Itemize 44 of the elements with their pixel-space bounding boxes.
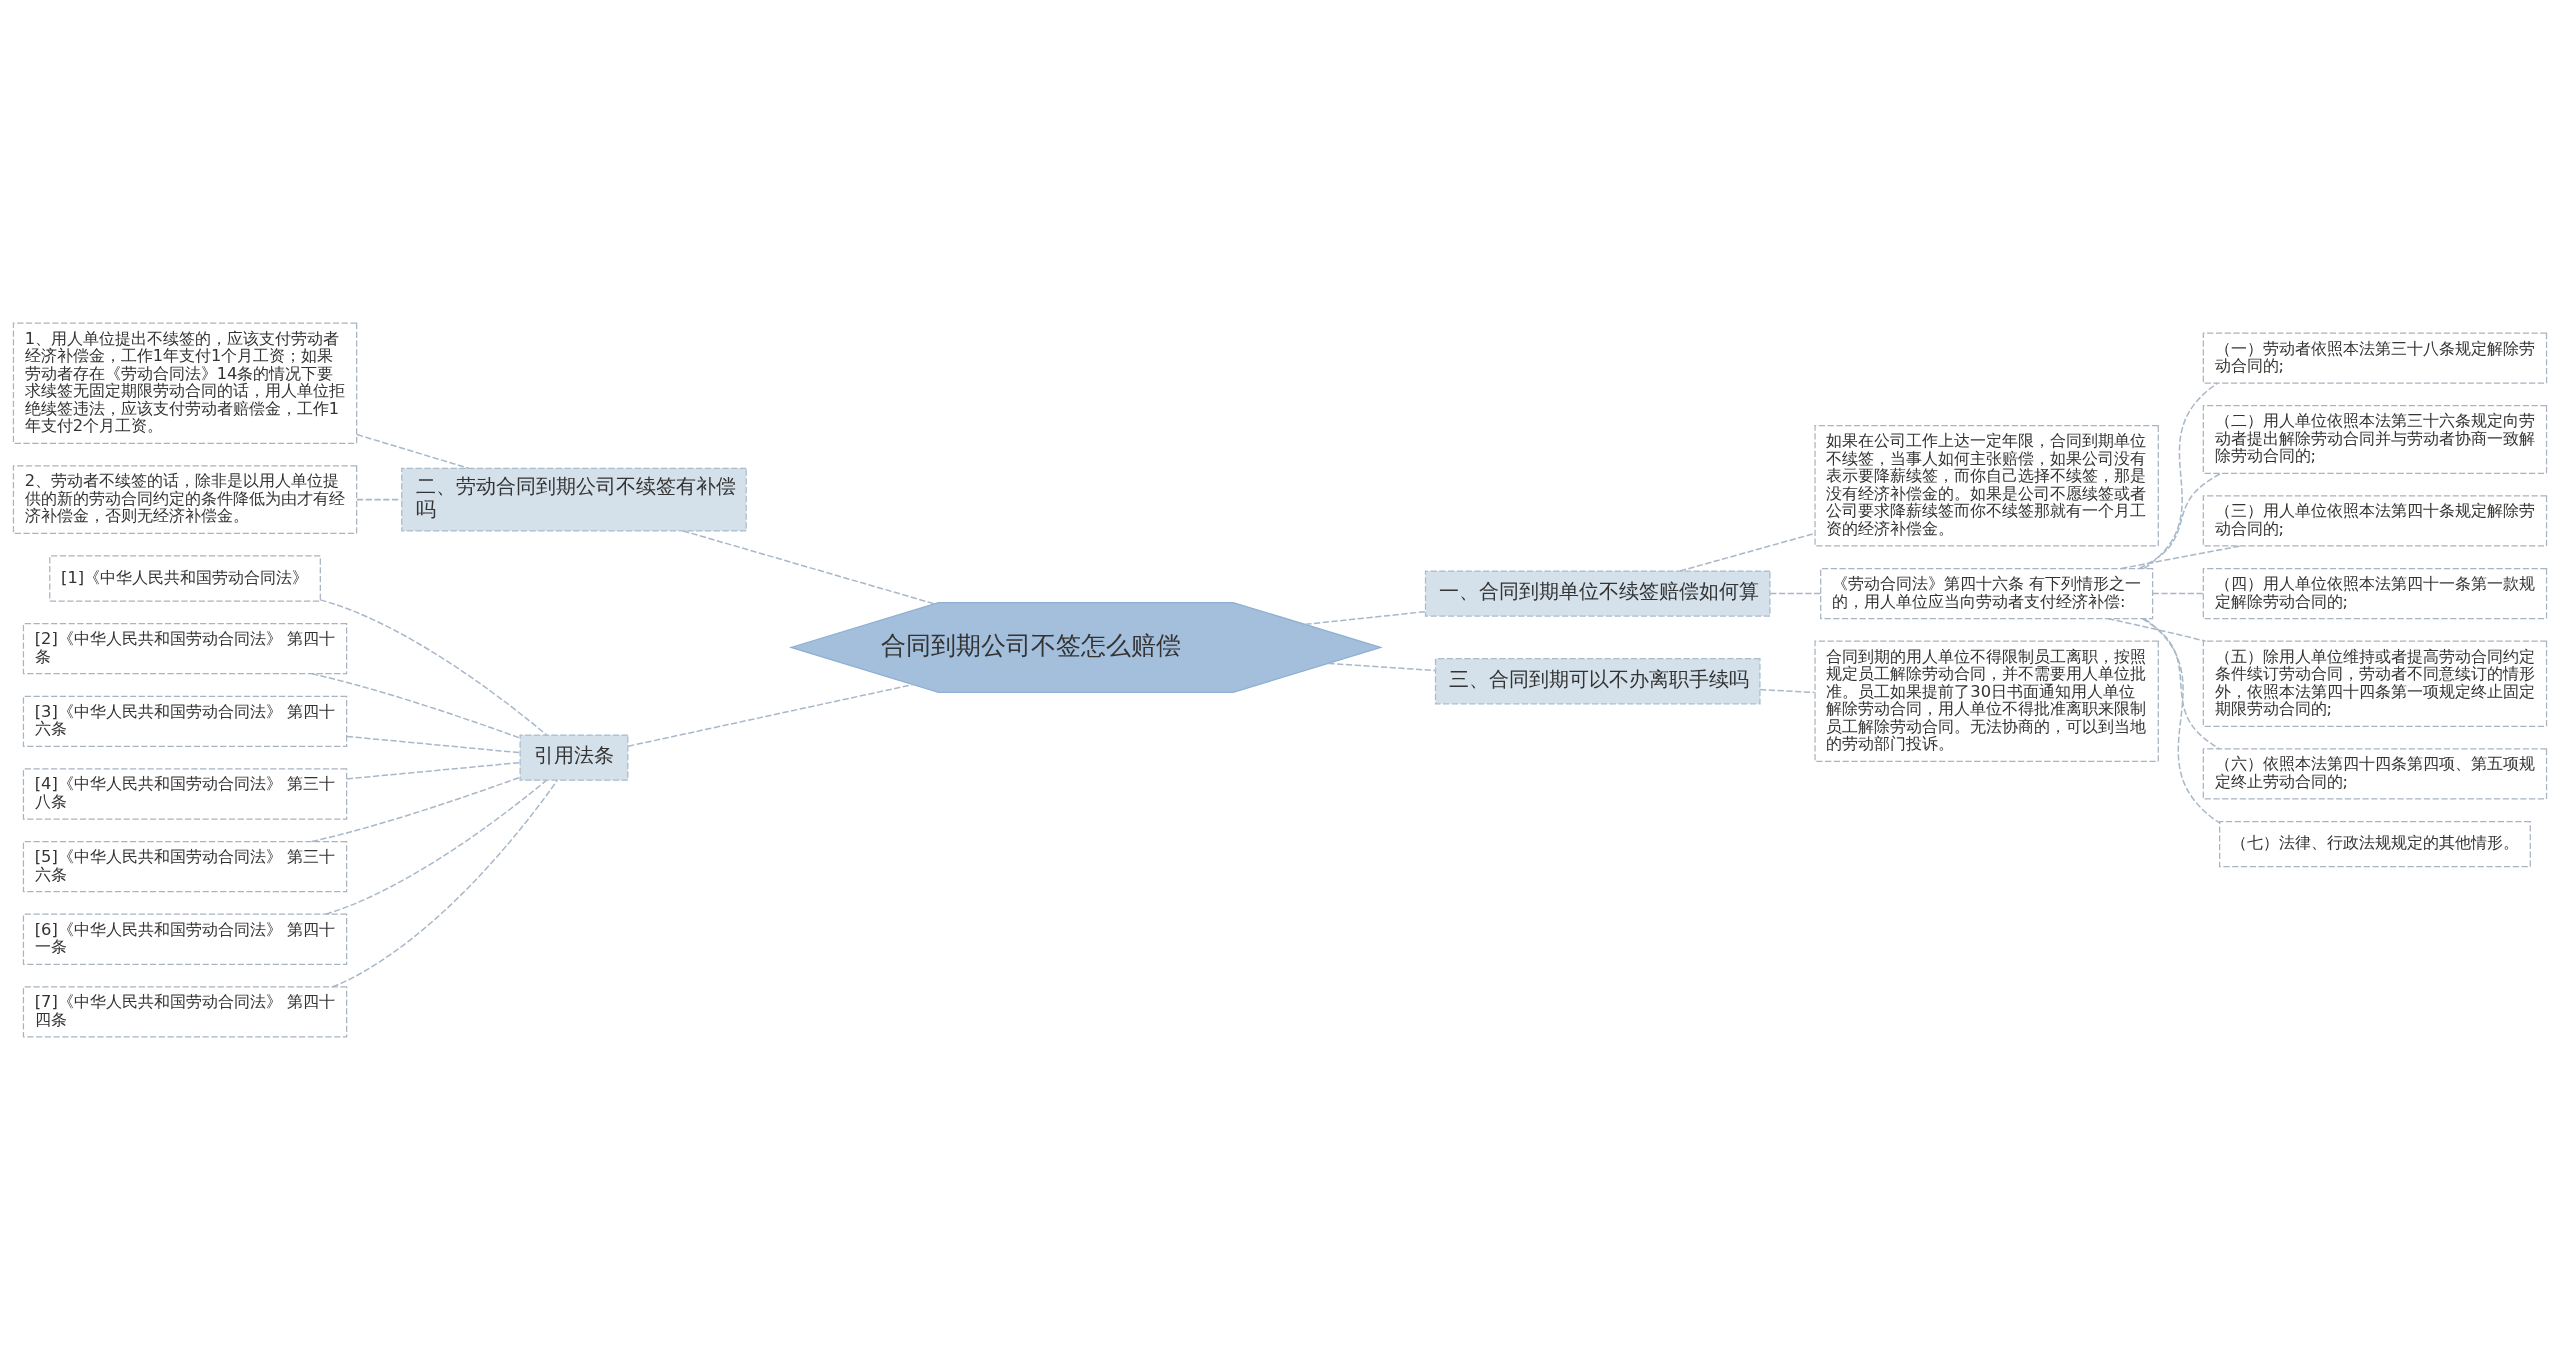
node-box: 合同到期的用人单位不得限制员工离职，按照规定员工解除劳动合同，并不需要用人单位批准。员工如果提前了30日书面通知用人单位解除劳动合同，用人单位不得批准离职来限制员工解除劳动合同。无法协商的，可以到当地的劳动部门投诉。	[1814, 640, 2159, 763]
node-box: 引用法条	[519, 734, 629, 781]
connector	[1327, 662, 1436, 672]
node-box: [6]《中华人民共和国劳动合同法》 第四十一条	[22, 913, 348, 965]
connector	[1769, 592, 1822, 595]
connector	[346, 735, 521, 754]
connector	[331, 779, 559, 988]
connector	[2151, 592, 2204, 595]
node-box: [7]《中华人民共和国劳动合同法》 第四十四条	[22, 986, 348, 1038]
connector	[627, 683, 914, 747]
node-box: 三、合同到期可以不办离职手续吗	[1434, 658, 1761, 705]
connector	[319, 599, 548, 736]
connector	[2141, 617, 2221, 750]
connector	[1759, 688, 1816, 694]
node-box: （一）劳动者依照本法第三十八条规定解除劳动合同的;	[2202, 332, 2548, 384]
node-box: （二）用人单位依照本法第三十六条规定向劳动者提出解除劳动合同并与劳动者协商一致解除劳动合同的;	[2202, 405, 2548, 474]
connector	[2138, 472, 2222, 570]
node-box: [2]《中华人民共和国劳动合同法》 第四十条	[22, 623, 348, 675]
node-box: 一、合同到期单位不续签赔偿如何算	[1424, 570, 1771, 617]
node-box: （三）用人单位依照本法第四十条规定解除劳动合同的;	[2202, 495, 2548, 547]
node-box: （四）用人单位依照本法第四十一条第一款规定解除劳动合同的;	[2202, 567, 2548, 620]
connector	[2107, 617, 2207, 642]
connector	[1679, 532, 1816, 572]
node-box: 如果在公司工作上达一定年限，合同到期单位不续签，当事人如何主张赔偿，如果公司没有表示要降薪续签，而你自己选择不续签，那是没有经济补偿金的。如果是公司不愿续签或者公司要求降薪续签而你不续签那就有一个月工资的经济补偿金。	[1814, 425, 2159, 547]
node-box: [3]《中华人民共和国劳动合同法》 第四十六条	[22, 695, 348, 747]
connector	[2120, 545, 2242, 570]
node-box: 1、用人单位提出不续签的，应该支付劳动者经济补偿金，工作1年支付1个月工资；如果劳动者存在《劳动合同法》14条的情况下要求续签无固定期限劳动合同的话，用人单位拒绝续签违法，应该支付劳动者赔偿金，工作1年支付2个月工资。	[12, 322, 358, 444]
node-box: [1]《中华人民共和国劳动合同法》	[49, 555, 321, 602]
node-box: （五）除用人单位维持或者提高劳动合同约定条件续订劳动合同，劳动者不同意续订的情形外，依照本法第四十四条第一项规定终止固定期限劳动合同的;	[2202, 640, 2548, 727]
connector	[2143, 382, 2219, 570]
connector	[311, 776, 521, 843]
node-box: [4]《中华人民共和国劳动合同法》 第三十八条	[22, 768, 348, 820]
connector	[325, 779, 548, 915]
connector	[682, 530, 935, 605]
connector	[356, 433, 470, 469]
node-box: （六）依照本法第四十四条第四项、第五项规定终止劳动合同的;	[2202, 748, 2548, 800]
connector	[2143, 618, 2221, 824]
connector	[1304, 610, 1426, 626]
node-box: [5]《中华人民共和国劳动合同法》 第三十六条	[22, 840, 348, 893]
node-box: 《劳动合同法》第四十六条 有下列情形之一的，用人单位应当向劳动者支付经济补偿:	[1820, 567, 2154, 620]
connector	[346, 761, 521, 780]
node-box: 二、劳动合同到期公司不续签有补偿吗	[401, 467, 747, 532]
node-box: 2、劳动者不续签的话，除非是以用人单位提供的新的劳动合同约定的条件降低为由才有经济补偿金，否则无经济补偿金。	[12, 465, 358, 535]
node-box: （七）法律、行政法规规定的其他情形。	[2219, 820, 2531, 868]
